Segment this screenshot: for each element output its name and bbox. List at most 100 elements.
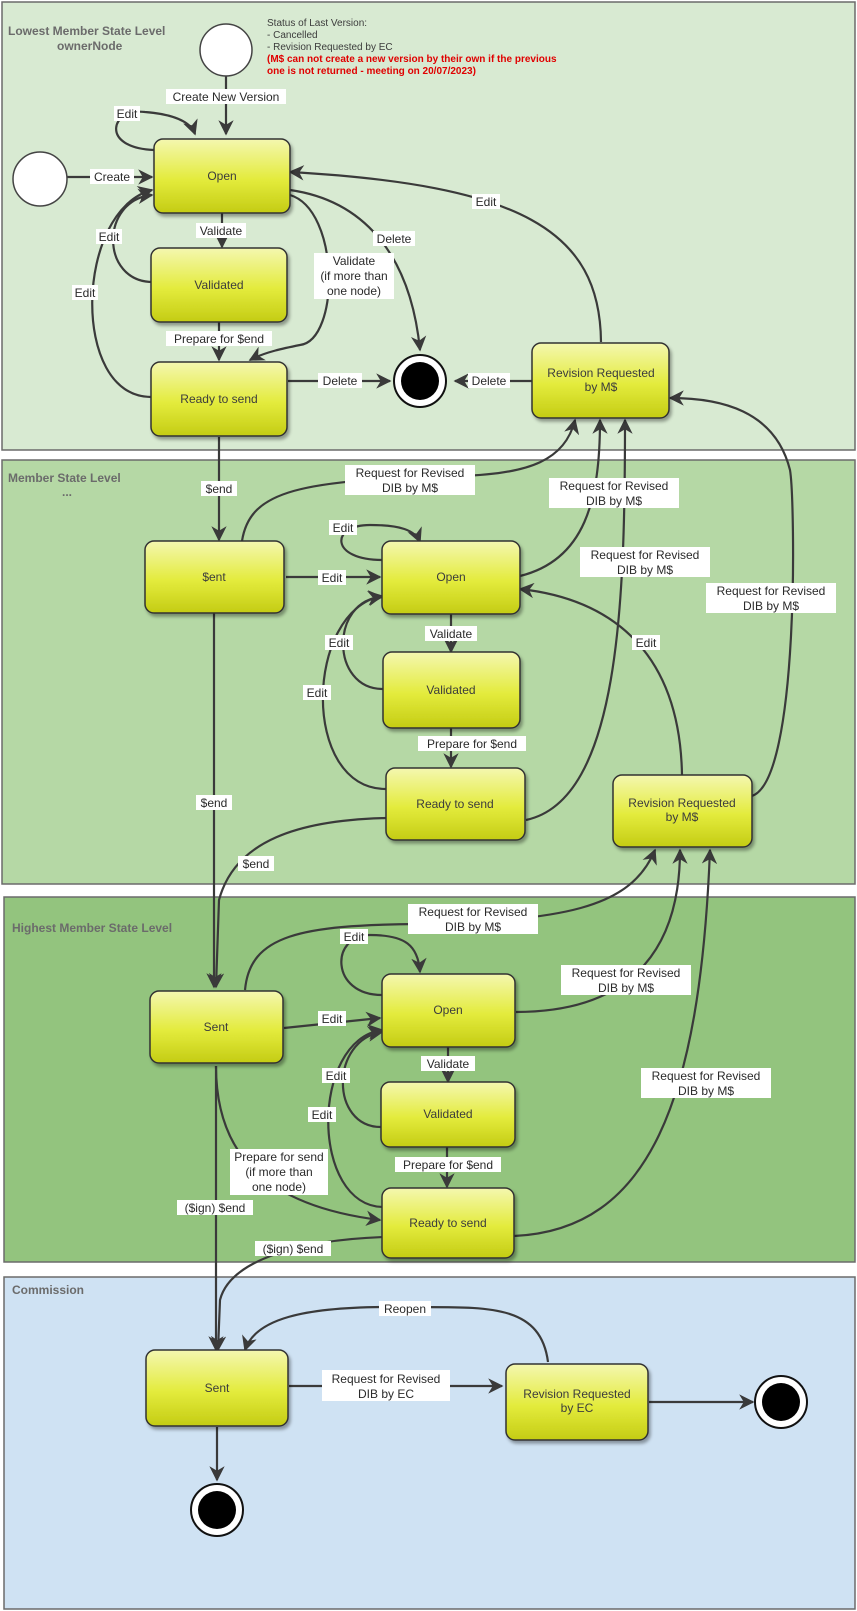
label-h-ready-request-1: Request for Revised [652, 1069, 761, 1083]
lane-member-subtitle: ... [62, 485, 72, 499]
label-l-delete-rev: Delete [472, 374, 507, 388]
label-create-new-version: Create New Version [173, 90, 280, 104]
state-lowest-open-label: Open [207, 169, 236, 183]
state-commission-sent-label: Sent [205, 1381, 230, 1395]
final-node-lowest [393, 354, 447, 408]
label-h-sent-edit: Edit [322, 1012, 343, 1026]
edge-m-open-self-edit [340, 523, 422, 562]
label-h-validated-edit: Edit [326, 1069, 347, 1083]
label-l-validate-multi-3: one node) [327, 284, 381, 298]
label-h-sent-request-1: Request for Revised [419, 905, 528, 919]
state-lowest-validated-label: Validated [194, 278, 243, 292]
state-highest-sent-label: Sent [204, 1020, 229, 1034]
edge-h-ready-request [513, 848, 718, 1238]
state-commission-revision[interactable] [505, 1363, 649, 1441]
label-m-sent-request-2: DIB by M$ [382, 481, 438, 495]
state-member-ready[interactable] [385, 767, 526, 841]
label-h-open-request-1: Request for Revised [572, 966, 681, 980]
initial-node-new-version [199, 23, 253, 77]
note-red-line1: (M$ can not create a new version by thei… [267, 54, 557, 65]
state-highest-validated[interactable] [380, 1081, 516, 1148]
state-member-revision[interactable] [612, 774, 753, 848]
final-node-commission-sent [190, 1483, 244, 1537]
edge-m-open-request [519, 418, 608, 578]
state-member-open-label: Open [436, 570, 465, 584]
note-line3: - Revision Requested by EC [267, 42, 393, 53]
lane-commission [3, 1276, 856, 1610]
state-lowest-revision-label1: Revision Requested [547, 366, 654, 380]
label-h-validate: Validate [427, 1057, 470, 1071]
edge-l-rev-edit [288, 165, 603, 343]
note-red-line2: one is not returned - meeting on 20/07/2… [267, 66, 476, 77]
edge-m-ready-send [208, 816, 387, 989]
label-m-sent-edit: Edit [322, 571, 343, 585]
label-h-sent-sign-send: ($ign) $end [185, 1201, 246, 1215]
label-m-ready-request-1: Request for Revised [591, 548, 700, 562]
label-m-ready-edit: Edit [307, 686, 328, 700]
edge-h-ready-sign-send [210, 1235, 385, 1352]
label-h-prep-multi-3: one node) [252, 1180, 306, 1194]
lane-member-title: Member State Level [8, 471, 121, 485]
state-member-revision-label1: Revision Requested [628, 796, 735, 810]
lane-highest-title: Highest Member State Level [12, 921, 172, 935]
label-l-validate-multi-2: (if more than [320, 269, 387, 283]
edge-h-open-request [515, 848, 688, 1014]
label-h-sent-request-2: DIB by M$ [445, 920, 501, 934]
state-member-validated[interactable] [382, 651, 521, 729]
label-l-validate-multi-1: Validate [333, 254, 376, 268]
state-highest-ready[interactable] [381, 1187, 515, 1259]
label-m-ready-send: $end [243, 857, 270, 871]
label-l-send: $end [206, 482, 233, 496]
edge-l-validate-multi [248, 193, 330, 361]
state-lowest-revision-label2: by M$ [585, 380, 618, 394]
final-node-commission-rev [754, 1375, 808, 1429]
state-lowest-ready[interactable] [150, 361, 288, 437]
label-l-delete-ready: Delete [323, 374, 358, 388]
state-member-revision-label2: by M$ [666, 810, 699, 824]
state-member-sent[interactable] [144, 540, 285, 614]
label-m-ready-request-2: DIB by M$ [617, 563, 673, 577]
edge-m-rev-request [668, 390, 795, 798]
label-m-rev-edit: Edit [636, 636, 657, 650]
state-highest-open[interactable] [381, 973, 516, 1048]
state-lowest-ready-label: Ready to send [180, 392, 257, 406]
edge-l-ready-edit [91, 186, 154, 399]
label-c-reopen: Reopen [384, 1302, 426, 1316]
label-h-ready-sign-send: ($ign) $end [263, 1242, 324, 1256]
label-c-request-1: Request for Revised [332, 1372, 441, 1386]
label-h-ready-request-2: DIB by M$ [678, 1084, 734, 1098]
label-l-delete-open: Delete [377, 232, 412, 246]
state-member-validated-label: Validated [426, 683, 475, 697]
label-m-sent-request-1: Request for Revised [356, 466, 465, 480]
label-m-open-request-2: DIB by M$ [586, 494, 642, 508]
state-lowest-validated[interactable] [150, 247, 288, 323]
label-l-validated-edit: Edit [99, 230, 120, 244]
label-m-open-request-1: Request for Revised [560, 479, 669, 493]
label-m-sent-send: $end [201, 796, 228, 810]
state-commission-revision-label1: Revision Requested [523, 1387, 630, 1401]
state-member-open[interactable] [381, 540, 521, 615]
label-h-open-self-edit: Edit [344, 930, 365, 944]
state-lowest-open[interactable] [153, 138, 291, 214]
label-l-ready-edit: Edit [75, 286, 96, 300]
state-highest-ready-label: Ready to send [409, 1216, 486, 1230]
state-member-sent-label: $ent [202, 570, 226, 584]
label-l-prepare: Prepare for $end [174, 332, 264, 346]
label-l-rev-edit: Edit [476, 195, 497, 209]
label-l-open-self-edit: Edit [117, 107, 138, 121]
label-m-rev-request-1: Request for Revised [717, 584, 826, 598]
state-highest-open-label: Open [433, 1003, 462, 1017]
label-h-prep-multi-1: Prepare for send [234, 1150, 323, 1164]
lane-lowest-title: Lowest Member State Level [8, 24, 165, 38]
edge-labels: Create New Version Create Edit Validate … [72, 89, 836, 1401]
state-commission-sent[interactable] [145, 1349, 289, 1427]
lane-commission-title: Commission [12, 1283, 84, 1297]
label-m-validated-edit: Edit [329, 636, 350, 650]
state-lowest-revision[interactable] [531, 342, 670, 419]
label-h-ready-edit: Edit [312, 1108, 333, 1122]
label-m-validate: Validate [430, 627, 473, 641]
state-highest-sent[interactable] [149, 990, 284, 1064]
label-m-rev-request-2: DIB by M$ [743, 599, 799, 613]
label-h-open-request-2: DIB by M$ [598, 981, 654, 995]
